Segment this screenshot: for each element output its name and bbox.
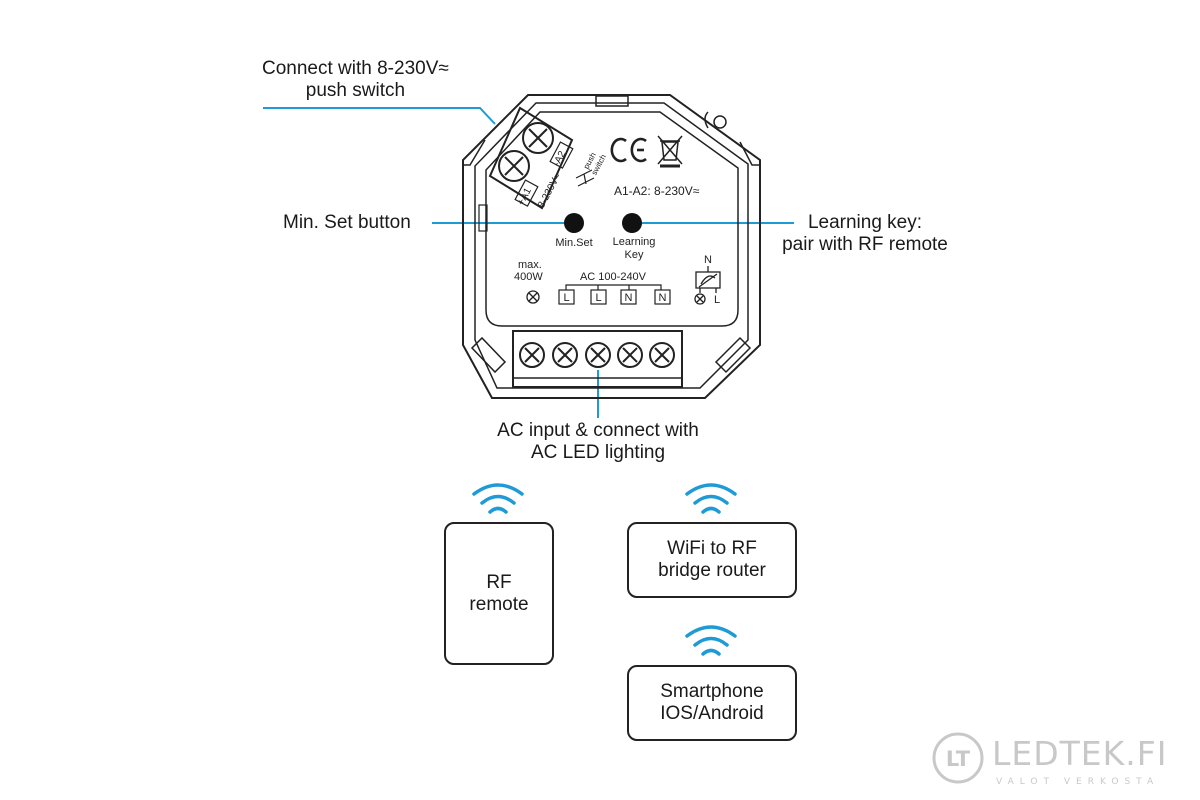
push-switch-symbol — [575, 169, 595, 187]
ac-input-callout-line-2: AC LED lighting — [530, 442, 666, 463]
ac-range-label: AC 100-240V — [580, 271, 647, 283]
terminal-screw-a2 — [522, 122, 554, 154]
max-power-label: 400W — [514, 271, 543, 283]
logo-badge: LT — [946, 747, 971, 771]
learning-callout-line-1: Learning key: — [807, 212, 923, 233]
min-set-label: Min.Set — [555, 237, 592, 249]
device-inner-outline — [474, 102, 749, 389]
antenna-hole — [713, 115, 727, 129]
a1a2-rating-label: A1-A2: 8-230V≈ — [614, 184, 700, 198]
terminal-voltage-label: 8-230V≈ — [536, 171, 564, 210]
ac-bracket — [565, 284, 662, 290]
ac-input-callout: AC input & connect with AC LED lighting — [478, 420, 718, 464]
wifi-bridge-line-1: WiFi to RF — [667, 538, 757, 559]
terminal-l2-label: L — [595, 292, 601, 304]
lamp-symbol-icon — [526, 290, 540, 304]
min-set-callout: Min. Set button — [283, 212, 411, 233]
rf-remote-line-2: remote — [469, 593, 529, 615]
rf-remote-box: RF remote — [444, 522, 554, 665]
neutral-label: N — [704, 254, 712, 266]
logo-name: LEDTEK.FI — [992, 734, 1168, 773]
terminal-n2-label: N — [659, 292, 667, 304]
ac-terminal-body — [512, 330, 683, 388]
ac-screw-5 — [649, 342, 675, 368]
side-slot — [478, 204, 488, 232]
learning-key-callout: Learning key: pair with RF remote — [770, 212, 960, 256]
top-tab — [595, 95, 629, 107]
terminal-screw-a1 — [498, 150, 530, 182]
wifi-bridge-box: WiFi to RF bridge router — [627, 522, 797, 598]
learning-key-button — [622, 213, 642, 233]
a2-label-frame — [549, 141, 574, 169]
wifi-signal-icon — [685, 625, 737, 656]
learning-callout-line-2: pair with RF remote — [782, 234, 948, 255]
ce-mark-icon — [610, 137, 647, 163]
terminal-l1-label: L — [563, 292, 569, 304]
corner-clip-top-left — [463, 139, 486, 166]
dimmer-wiring-symbol — [694, 266, 721, 305]
max-label: max. — [518, 259, 542, 271]
push-switch-terminal-block — [488, 106, 595, 210]
corner-clip-top-right — [739, 141, 760, 166]
logo-tagline: VALOT VERKOSTA — [996, 777, 1160, 787]
weee-bin-icon — [657, 135, 683, 168]
terminal-n1-label: N — [625, 292, 633, 304]
ac-input-callout-line-1: AC input & connect with — [497, 420, 699, 441]
wifi-signal-icon — [472, 483, 524, 514]
ac-screw-2 — [552, 342, 578, 368]
device-panel — [485, 111, 739, 327]
ac-terminal-frames — [558, 289, 671, 305]
wifi-bridge-line-2: bridge router — [658, 560, 766, 581]
terminal-block-body — [488, 106, 574, 210]
ledtek-logo-icon — [932, 732, 984, 784]
ac-screw-1 — [519, 342, 545, 368]
learning-label-1: Learning — [613, 236, 656, 248]
learning-label-2: Key — [625, 249, 644, 261]
push-switch-callout-line-2: push switch — [305, 80, 406, 101]
corner-clip-bottom-left — [470, 336, 507, 374]
rf-remote-line-1: RF — [486, 571, 512, 593]
corner-clip-bottom-right — [714, 336, 752, 374]
ac-screw-3 — [585, 342, 611, 368]
push-switch-leader — [263, 107, 496, 125]
device-outline — [462, 94, 761, 399]
min-set-button — [564, 213, 584, 233]
push-switch-callout: Connect with 8-230V≈ push switch — [262, 58, 449, 102]
ac-terminal-block — [512, 330, 683, 388]
smartphone-box: Smartphone IOS/Android — [627, 665, 797, 741]
a1-label-frame — [514, 179, 539, 207]
push-switch-callout-line-1: Connect with 8-230V≈ — [262, 58, 449, 79]
a1-terminal-label: +A1 — [516, 186, 534, 208]
wifi-signal-icon — [685, 483, 737, 514]
smartphone-line-2: IOS/Android — [660, 703, 764, 724]
ac-screw-4 — [617, 342, 643, 368]
antenna — [704, 111, 709, 129]
live-label: L — [714, 294, 720, 306]
smartphone-line-1: Smartphone — [660, 681, 764, 702]
dimmer-device — [462, 94, 761, 399]
